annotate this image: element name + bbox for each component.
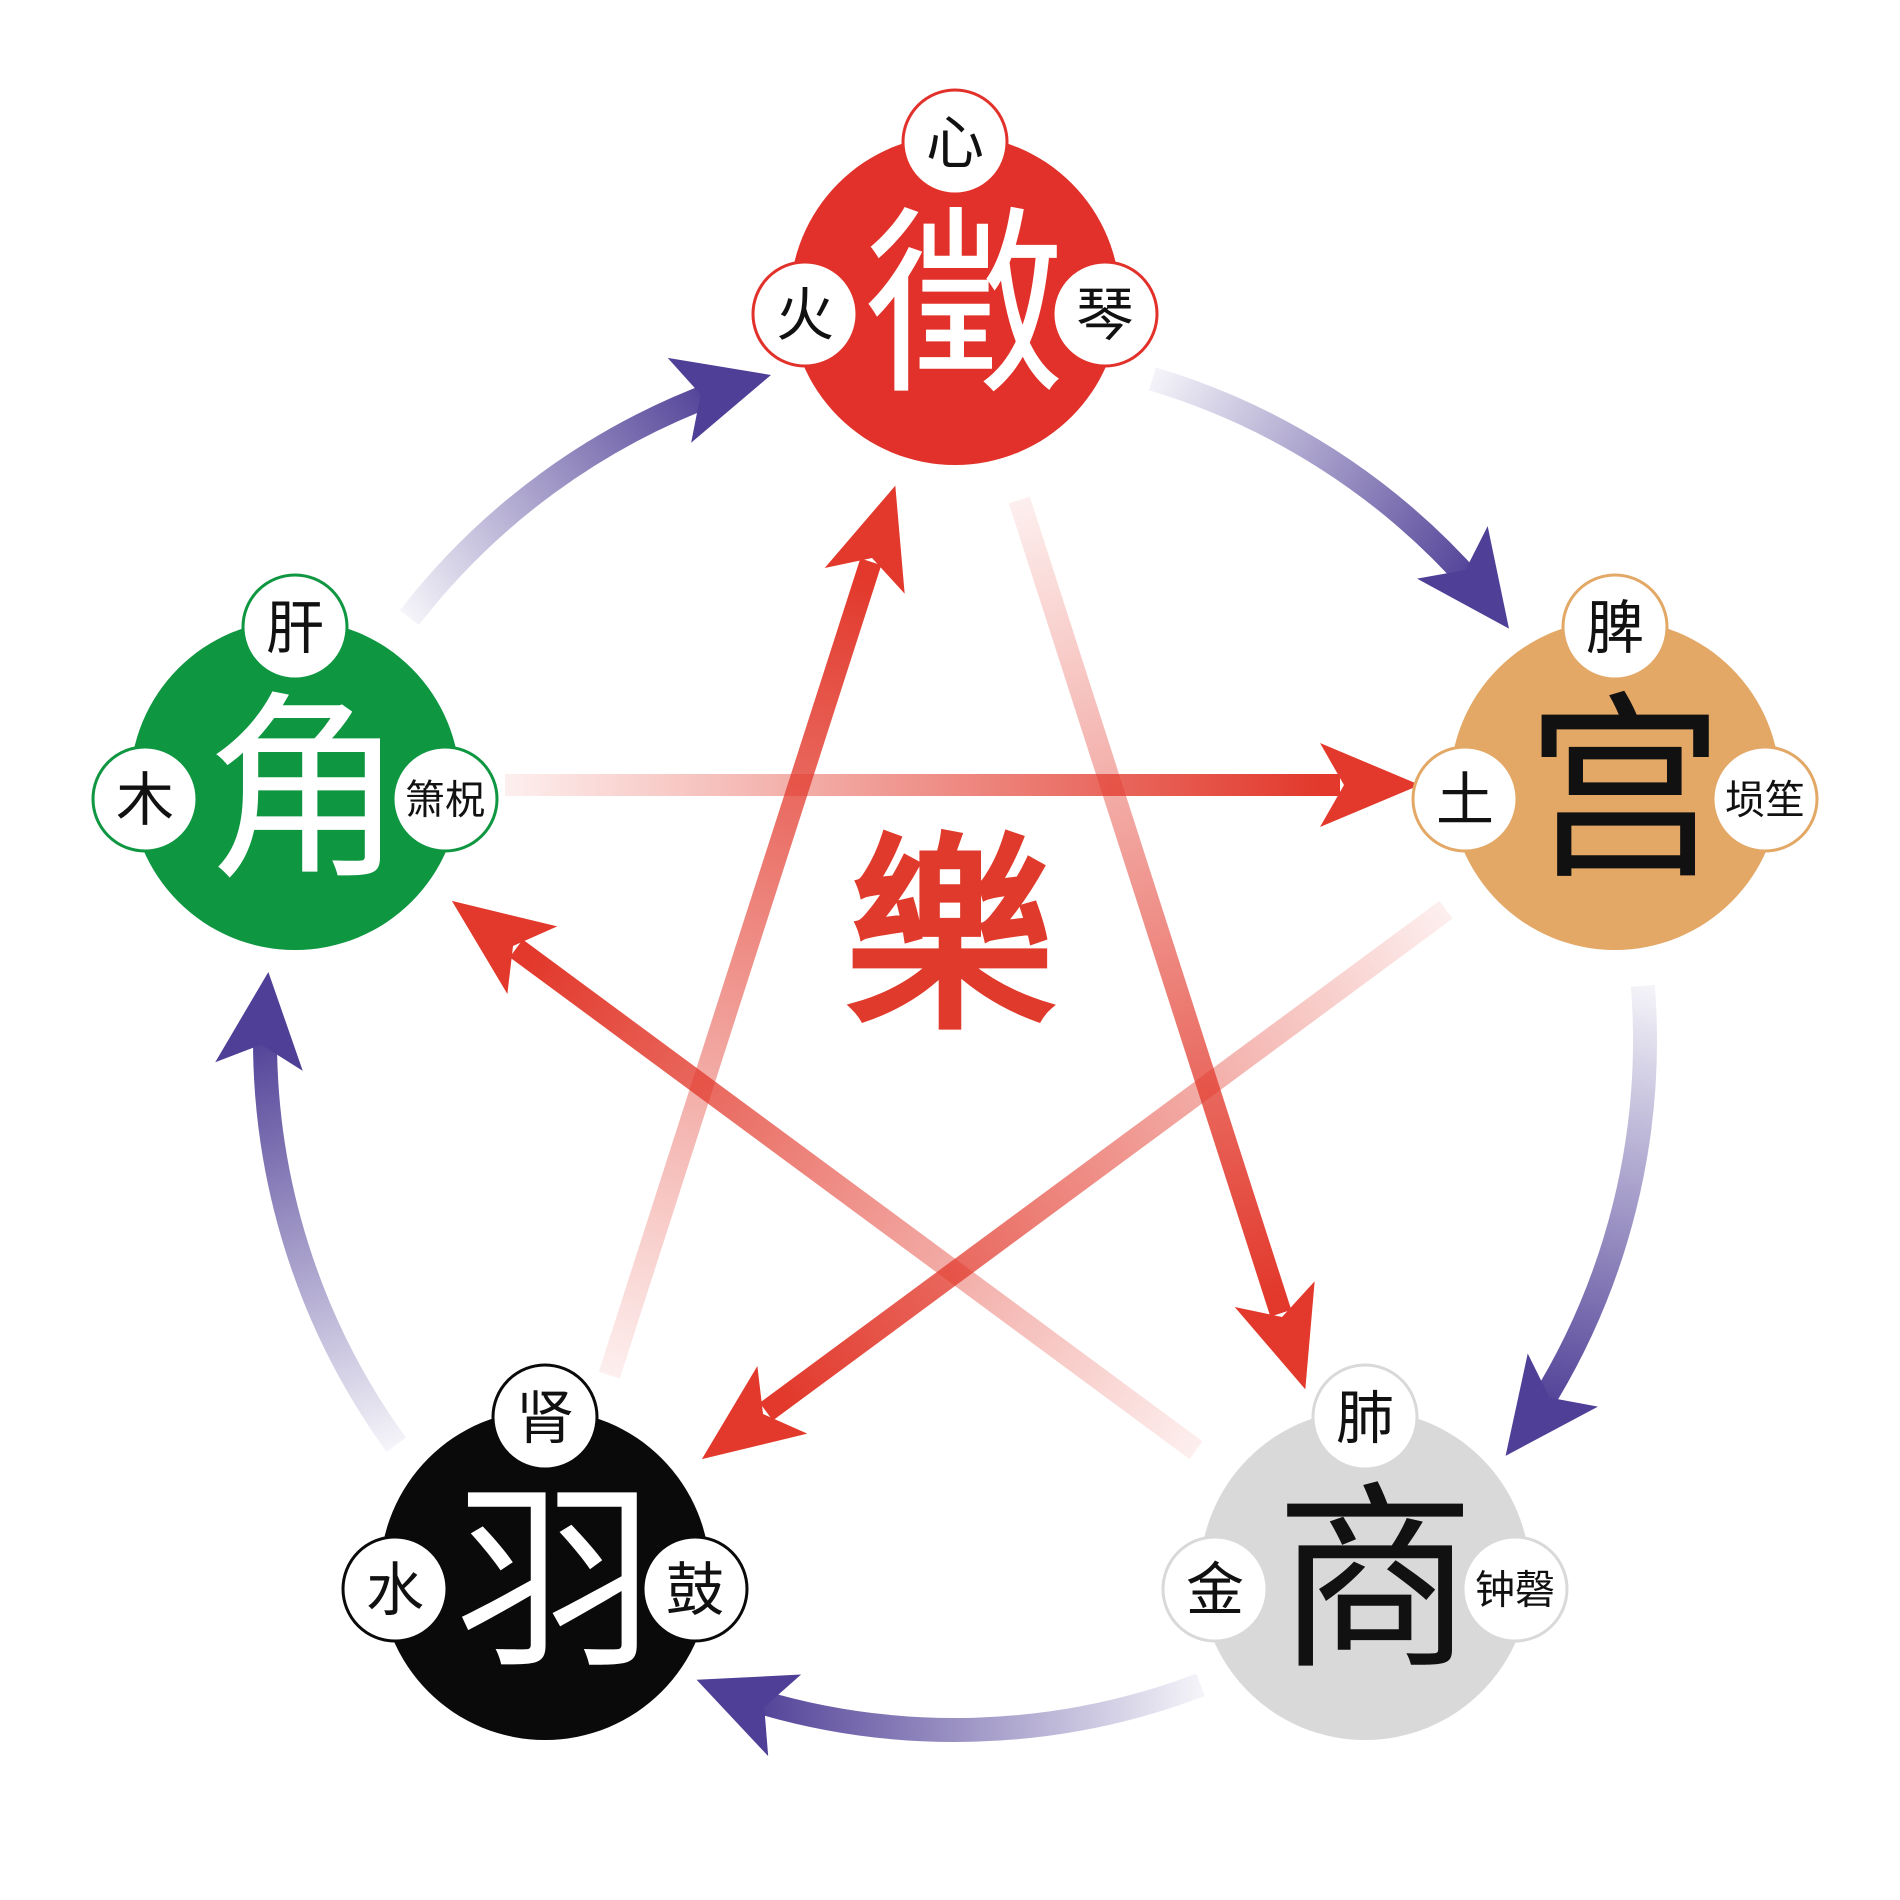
tone-node-disc (1450, 620, 1780, 950)
instrument-badge: 琴 (1051, 260, 1159, 368)
controlling-arrow-shaft (759, 900, 1453, 1421)
generating-arrow-head (696, 1674, 802, 1757)
instrument-badge-circle (1051, 260, 1159, 368)
tone-node-yu: 羽肾水 鼓 (341, 1363, 749, 1740)
tone-character: 徵 (865, 190, 1065, 423)
organ-badge: 肺 (1311, 1363, 1419, 1471)
element-badge: 土 (1411, 745, 1519, 853)
tone-node-disc (130, 620, 460, 950)
instrument-badge-circle (391, 745, 499, 853)
controlling-arrow-head (451, 900, 558, 995)
instrument-label: 埙笙 (1725, 777, 1805, 823)
center-music-character: 樂 (845, 815, 1056, 1060)
organ-label: 肾 (516, 1384, 574, 1452)
controlling-arrow (505, 743, 1420, 827)
tone-character: 商 (1275, 1465, 1475, 1698)
instrument-badge: 箫柷 (391, 745, 499, 853)
generating-cycle-arrows (215, 357, 1657, 1757)
element-badge: 金 (1161, 1535, 1269, 1643)
generating-arrow-shaft (744, 1673, 1205, 1742)
element-badge: 火 (751, 260, 859, 368)
instrument-label: 箫柷 (405, 777, 485, 823)
tone-character: 宫 (1525, 675, 1725, 908)
element-badge: 水 (341, 1535, 449, 1643)
generating-arrow-head (215, 972, 303, 1071)
element-badge-circle (91, 745, 199, 853)
organ-badge-circle (491, 1363, 599, 1471)
tone-node-disc (1200, 1410, 1530, 1740)
generating-arrow-shaft (253, 1026, 406, 1452)
instrument-badge: 鼓 (641, 1535, 749, 1643)
controlling-arrow-shaft (598, 558, 882, 1379)
generating-arrow-shaft (1148, 367, 1484, 594)
element-label: 水 (366, 1556, 424, 1624)
generating-arrow-head (667, 357, 771, 443)
element-badge-circle (341, 1535, 449, 1643)
organ-badge-circle (1561, 573, 1669, 681)
element-label: 火 (776, 281, 834, 349)
organ-badge-circle (901, 88, 1009, 196)
organ-badge: 心 (901, 88, 1009, 196)
element-label: 木 (116, 766, 174, 834)
organ-label: 心 (926, 109, 984, 177)
instrument-badge: 埙笙 (1711, 745, 1819, 853)
element-badge-circle (751, 260, 859, 368)
organ-badge-circle (241, 573, 349, 681)
instrument-label: 鼓 (666, 1556, 724, 1624)
organ-badge: 肝 (241, 573, 349, 681)
organ-label: 肝 (266, 594, 324, 662)
organ-label: 肺 (1336, 1384, 1394, 1452)
controlling-arrow (1008, 496, 1315, 1390)
instrument-badge-circle (1711, 745, 1819, 853)
controlling-arrow (598, 485, 905, 1379)
controlling-arrow (451, 900, 1203, 1460)
tone-node-zhi: 徵心火 琴 (751, 88, 1159, 465)
element-label: 金 (1186, 1556, 1244, 1624)
controlling-arrow-head (1234, 1281, 1315, 1390)
tone-node-disc (790, 135, 1120, 465)
controlling-arrow (701, 900, 1453, 1460)
element-label: 土 (1436, 766, 1494, 834)
tone-character: 羽 (455, 1465, 655, 1698)
controlling-arrow-shaft (509, 939, 1203, 1460)
generating-arrow (1148, 367, 1509, 629)
tone-node-gong: 宫脾土 埙笙 (1411, 573, 1819, 950)
instrument-badge-circle (641, 1535, 749, 1643)
generating-arrow-head (1417, 526, 1509, 629)
element-badge-circle (1411, 745, 1519, 853)
generating-arrow (1505, 984, 1657, 1456)
instrument-label: 琴 (1076, 281, 1134, 349)
instrument-label: 钟磬 (1475, 1567, 1555, 1613)
controlling-arrow-head (701, 1365, 808, 1460)
organ-badge-circle (1311, 1363, 1419, 1471)
tone-node-jue: 角肝木 箫柷 (91, 573, 499, 950)
tone-node-shang: 商肺金 钟磬 (1161, 1363, 1569, 1740)
controlling-arrow-shaft (1008, 496, 1292, 1317)
generating-arrow (696, 1673, 1205, 1757)
element-badge-circle (1161, 1535, 1269, 1643)
instrument-badge: 钟磬 (1461, 1535, 1569, 1643)
generating-arrow-shaft (399, 380, 723, 626)
generating-arrow-head (1505, 1353, 1598, 1456)
tone-node-disc (380, 1410, 710, 1740)
tone-character: 角 (205, 675, 405, 908)
instrument-badge-circle (1461, 1535, 1569, 1643)
controlling-arrow-head (824, 485, 905, 594)
generating-arrow (215, 972, 406, 1452)
organ-label: 脾 (1586, 594, 1644, 662)
controlling-cycle-arrows (451, 485, 1453, 1460)
element-badge: 木 (91, 745, 199, 853)
organ-badge: 肾 (491, 1363, 599, 1471)
generating-arrow (399, 357, 771, 626)
organ-badge: 脾 (1561, 573, 1669, 681)
generating-arrow-shaft (1526, 984, 1657, 1417)
controlling-arrow-head (1320, 743, 1420, 827)
